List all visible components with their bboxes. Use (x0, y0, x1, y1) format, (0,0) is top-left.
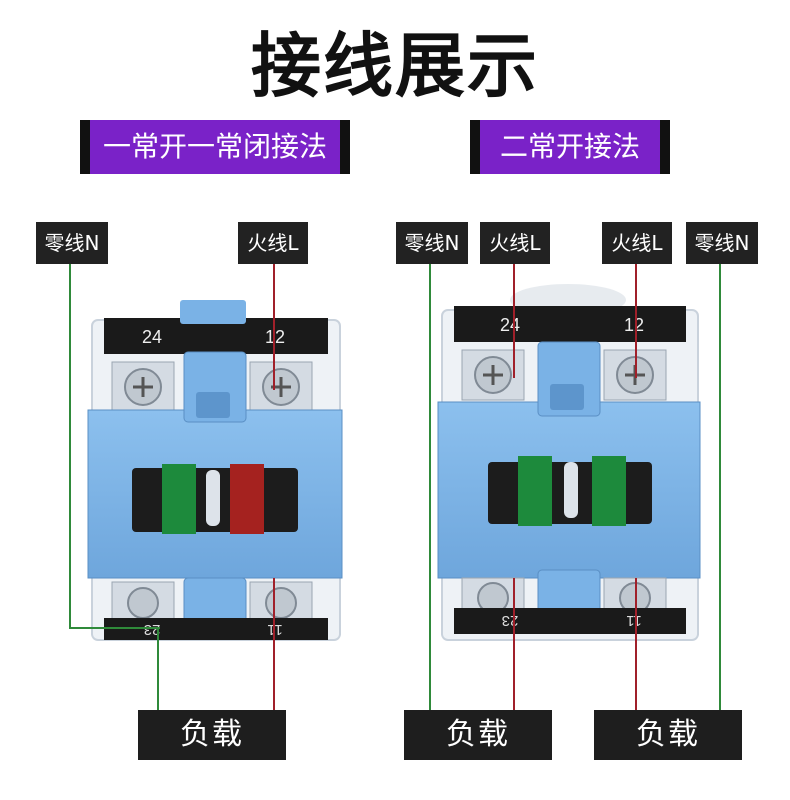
switch-left: 24 12 23 11 (87, 300, 343, 641)
terminal-label-23: 23 (144, 621, 161, 638)
terminal-label-23: 23 (502, 612, 519, 629)
tag-neutral-right-2: 零线N (686, 222, 758, 264)
tag-neutral-left: 零线N (36, 222, 108, 264)
terminal-label-11: 11 (626, 612, 642, 629)
contact-no-green (518, 456, 552, 526)
terminal-strip-bottom-right (454, 608, 686, 634)
neutral-wire-left (69, 264, 160, 629)
tag-neutral-right-1: 零线N (396, 222, 468, 264)
load-right-2: 负载 (594, 710, 742, 760)
contact-nc-red (230, 464, 264, 534)
contact-no-green (162, 464, 196, 534)
method-label-nc-no: 一常开一常闭接法 (90, 120, 340, 174)
terminal-strip-top-right (454, 306, 686, 342)
contact-no-green (592, 456, 626, 526)
tag-live-right-2: 火线L (602, 222, 672, 264)
tag-live-right-1: 火线L (480, 222, 550, 264)
method-label-two-no: 二常开接法 (480, 120, 660, 174)
terminal-label-24: 24 (500, 315, 520, 335)
terminal-label-12: 12 (624, 315, 644, 335)
page-title: 接线展示 (251, 25, 539, 107)
tag-live-left: 火线L (238, 222, 308, 264)
load-left: 负载 (138, 710, 286, 760)
load-right-1: 负载 (404, 710, 552, 760)
screw-icon (127, 587, 159, 619)
switch-right: 24 12 23 11 (437, 284, 701, 641)
terminal-label-24: 24 (142, 327, 162, 347)
terminal-strip-bottom-left (104, 618, 328, 640)
screw-icon (265, 587, 297, 619)
